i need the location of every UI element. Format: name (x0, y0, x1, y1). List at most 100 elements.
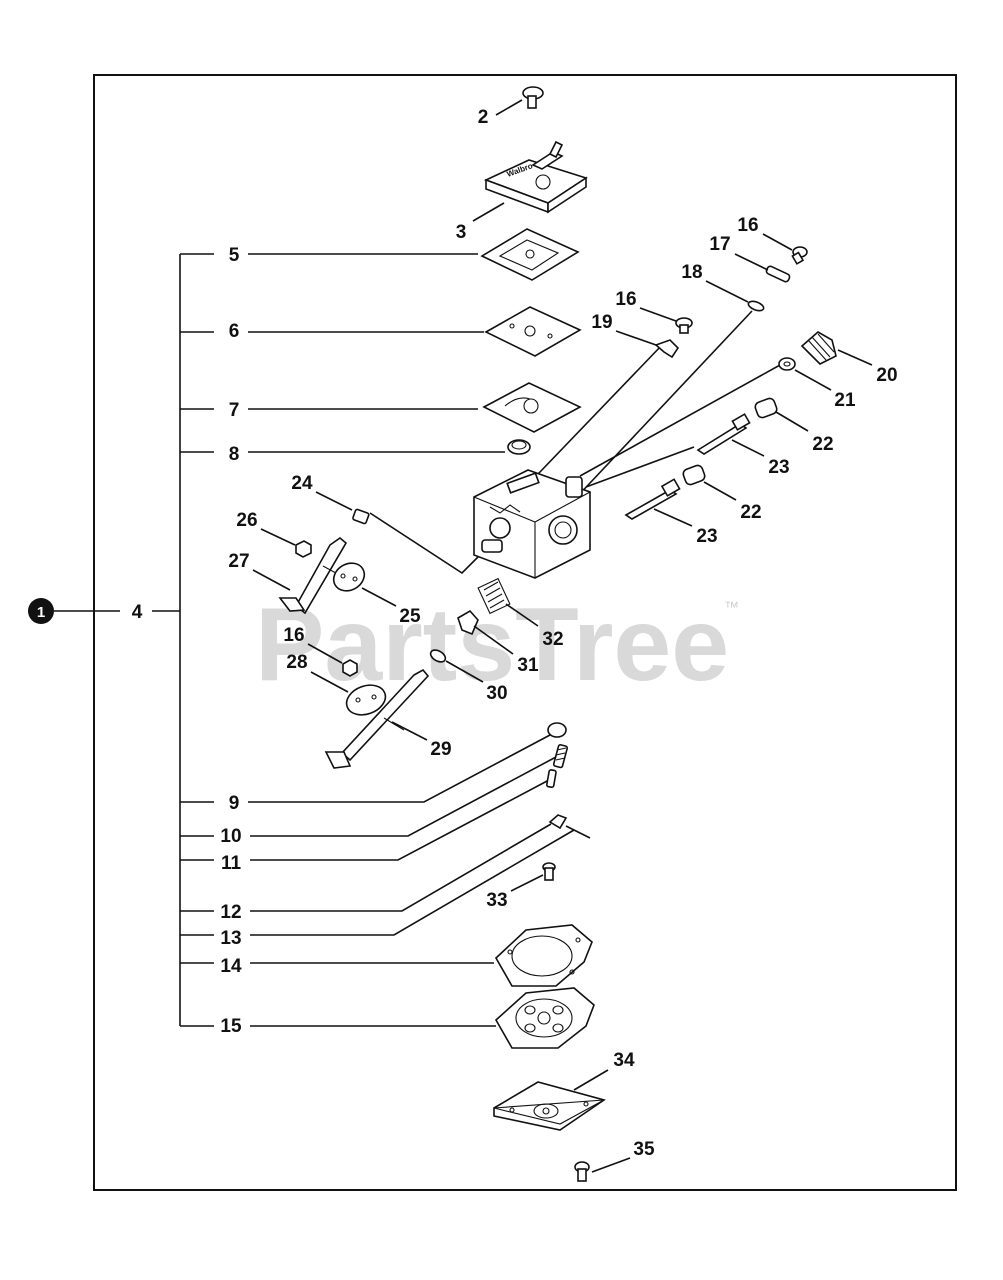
part-23-needle-upper[interactable] (696, 413, 751, 455)
leader-23-body (585, 446, 695, 488)
part-12-lever[interactable] (548, 814, 568, 830)
label-21[interactable]: 21 (834, 390, 856, 411)
label-1: 1 (37, 604, 45, 621)
part-27-shaft[interactable] (278, 536, 348, 615)
label-23-lower[interactable]: 23 (696, 526, 717, 547)
diagram-frame (93, 74, 957, 1191)
assembly-badge[interactable]: 1 (28, 598, 54, 624)
label-13[interactable]: 13 (220, 928, 241, 949)
part-8-screen[interactable] (507, 439, 531, 455)
label-26[interactable]: 26 (236, 510, 257, 531)
part-20-fitting[interactable] (800, 331, 837, 365)
label-20[interactable]: 20 (876, 365, 897, 386)
label-22-lower[interactable]: 22 (740, 502, 761, 523)
label-32[interactable]: 32 (542, 629, 563, 650)
label-12[interactable]: 12 (220, 902, 241, 923)
part-22-spring-upper[interactable] (754, 397, 778, 419)
part-23-needle-lower[interactable] (624, 478, 681, 520)
leader-29 (391, 721, 428, 741)
label-23-upper[interactable]: 23 (768, 457, 789, 478)
label-7[interactable]: 7 (229, 400, 240, 421)
label-9[interactable]: 9 (229, 793, 240, 814)
part-19-lever[interactable] (654, 339, 680, 359)
part-7-gasket[interactable] (482, 382, 582, 433)
leader-9 (248, 734, 551, 803)
label-29[interactable]: 29 (430, 739, 451, 760)
leader-24-body (369, 512, 491, 575)
leader-25 (361, 587, 397, 607)
part-28-valve[interactable] (342, 680, 389, 720)
leader-27 (252, 569, 291, 591)
part-3-pump-cover[interactable]: Walbro (483, 140, 588, 214)
label-30[interactable]: 30 (486, 683, 507, 704)
leader-22-upper (775, 411, 809, 432)
part-2-screw[interactable] (522, 86, 544, 109)
part-25-valve[interactable] (329, 558, 370, 597)
label-24[interactable]: 24 (291, 473, 313, 494)
label-15[interactable]: 15 (220, 1016, 242, 1037)
watermark-trademark: ™ (724, 599, 739, 616)
label-10[interactable]: 10 (220, 826, 241, 847)
leader-21-body (579, 364, 781, 477)
part-35-screw[interactable] (574, 1161, 590, 1182)
part-24-clip[interactable] (352, 508, 370, 525)
part-29-shaft[interactable] (324, 668, 430, 769)
part-9-disc[interactable] (547, 722, 567, 738)
label-28[interactable]: 28 (286, 652, 307, 673)
carburetor-body[interactable] (473, 469, 591, 579)
label-2[interactable]: 2 (478, 107, 489, 128)
part-6-diaphragm[interactable] (484, 306, 582, 357)
part-30-spring[interactable] (429, 648, 448, 665)
leader-10 (250, 756, 557, 837)
label-4[interactable]: 4 (132, 602, 143, 623)
part-21-washer[interactable] (778, 357, 796, 371)
part-14-gasket[interactable] (494, 924, 593, 987)
label-19[interactable]: 19 (591, 312, 612, 333)
label-35[interactable]: 35 (633, 1139, 655, 1160)
label-6[interactable]: 6 (229, 321, 240, 342)
leader-16-top (762, 233, 793, 251)
leader-3 (472, 202, 505, 222)
leader-19 (615, 330, 657, 346)
label-22-upper[interactable]: 22 (812, 434, 833, 455)
leader-16-left (307, 643, 343, 664)
leader-31 (473, 625, 514, 655)
label-5[interactable]: 5 (229, 245, 240, 266)
leader-11 (250, 779, 550, 861)
part-33-screw[interactable] (542, 862, 556, 881)
label-16-middle[interactable]: 16 (615, 289, 636, 310)
part-34-cover[interactable] (493, 1081, 606, 1131)
part-16-nut-left[interactable] (342, 659, 358, 677)
leader-16-middle (639, 307, 677, 322)
part-13-pin[interactable] (565, 825, 591, 839)
leader-26 (260, 528, 296, 546)
part-17-pin[interactable] (765, 265, 791, 283)
leader-23-upper (731, 439, 765, 457)
label-8[interactable]: 8 (229, 444, 240, 465)
part-11-needle[interactable] (545, 769, 557, 789)
part-16-screw-top[interactable] (791, 246, 808, 265)
part-22-spring-lower[interactable] (682, 464, 706, 486)
leader-28 (310, 671, 349, 693)
label-34[interactable]: 34 (613, 1050, 635, 1071)
label-16-left[interactable]: 16 (283, 625, 304, 646)
label-25[interactable]: 25 (399, 606, 421, 627)
part-10-spring[interactable] (552, 743, 569, 769)
label-16-top[interactable]: 16 (737, 215, 758, 236)
label-31[interactable]: 31 (517, 655, 539, 676)
leader-17 (734, 253, 769, 271)
label-27[interactable]: 27 (228, 551, 249, 572)
part-16-screw-middle[interactable] (675, 317, 693, 334)
label-14[interactable]: 14 (220, 956, 242, 977)
part-32-spring[interactable] (477, 577, 511, 615)
part-15-diaphragm[interactable] (494, 987, 595, 1049)
label-33[interactable]: 33 (486, 890, 507, 911)
leader-30 (445, 660, 484, 683)
label-18[interactable]: 18 (681, 262, 702, 283)
label-3[interactable]: 3 (456, 222, 467, 243)
label-11[interactable]: 11 (221, 853, 242, 874)
label-17[interactable]: 17 (709, 234, 730, 255)
part-18-clip[interactable] (747, 300, 765, 313)
part-26-nut[interactable] (295, 540, 312, 558)
part-5-gasket[interactable] (480, 228, 580, 281)
